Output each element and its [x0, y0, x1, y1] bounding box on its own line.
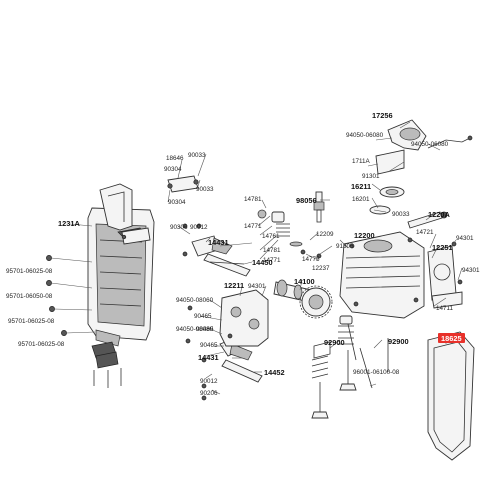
label-94301-a: 94301	[456, 235, 474, 242]
highlight-badge	[438, 333, 465, 343]
rocker-shaft-14450[interactable]	[209, 261, 245, 265]
label-92900-b: 92900	[388, 337, 409, 346]
valve-spring-stack-lower[interactable]	[311, 315, 357, 419]
bracket-18646[interactable]	[121, 175, 199, 245]
camshaft-14100[interactable]	[273, 279, 333, 319]
label-18625: 18625	[441, 334, 462, 343]
label-90012-a: 90012	[190, 224, 208, 231]
leader-lines	[69, 121, 463, 395]
valve-cover-group[interactable]	[87, 183, 155, 347]
label-14450: 14450	[252, 258, 273, 267]
label-12251: 12251	[432, 243, 453, 252]
cam-tensioner-1220A[interactable]	[407, 211, 448, 229]
label-95701-06025-08-c: 95701-06025-08	[18, 341, 65, 348]
label-14100: 14100	[294, 277, 315, 286]
label-90206: 90206	[200, 390, 218, 397]
studs-right	[347, 323, 389, 389]
label-14431-b: 14431	[198, 353, 219, 362]
highlight-callout-18625[interactable]: 18625	[438, 333, 465, 343]
label-1231A: 1231A	[58, 219, 80, 228]
spark-plug-98056[interactable]	[313, 191, 325, 223]
label-94050-08060: 94050-08060	[176, 297, 214, 304]
valve-cover-lower-parts	[91, 341, 122, 388]
label-14771-a: 14771	[244, 223, 262, 230]
label-90306: 90306	[170, 224, 188, 231]
label-14721: 14721	[416, 229, 434, 236]
intake-manifold-17256[interactable]	[375, 119, 473, 175]
label-14781-b: 14781	[263, 247, 281, 254]
label-12200: 12200	[354, 231, 375, 240]
label-14771-b: 14771	[263, 257, 281, 264]
label-14711: 14711	[436, 305, 454, 312]
label-12211: 12211	[224, 281, 244, 290]
label-1220A: 1220A	[428, 210, 450, 219]
label-90304-a: 90304	[164, 166, 182, 173]
label-94301-c: 94301	[462, 267, 480, 274]
label-95701-06025-08-a: 95701-06025-08	[6, 268, 53, 275]
valve-spring-stack-upper[interactable]	[257, 209, 322, 259]
cylinder-base-gasket-14711[interactable]	[431, 291, 463, 309]
label-98056: 98056	[296, 196, 317, 205]
valve-cover-bolts	[46, 255, 96, 336]
label-94050-08080: 94050-08080	[176, 326, 214, 333]
label-90033-a: 90033	[188, 152, 206, 159]
label-14431-a: 14431	[208, 238, 229, 247]
insulator-16211[interactable]	[369, 186, 405, 215]
label-14775: 14775	[302, 256, 320, 263]
label-96001-06100-08: 96001-06100-08	[353, 369, 400, 376]
label-95701-06050-08: 95701-06050-08	[6, 293, 53, 300]
gasket-18625-highlighted[interactable]	[427, 331, 475, 461]
label-90304-b: 90304	[168, 199, 186, 206]
rocker-arm-left[interactable]	[191, 235, 251, 277]
label-17256: 17256	[372, 111, 393, 120]
label-14452: 14452	[264, 368, 285, 377]
label-91305: 91305	[336, 243, 354, 250]
part-labels: 17256 94050-06080 94050-06080 1711A 9130…	[6, 111, 480, 397]
label-90465-a: 90465	[194, 313, 212, 320]
label-90465-b: 90465	[196, 326, 214, 333]
label-90012-b: 90012	[200, 378, 218, 385]
camshaft-holder-12211[interactable]	[219, 289, 269, 347]
label-90033-b: 90033	[196, 186, 214, 193]
label-94050-06080-a: 94050-06080	[346, 132, 384, 139]
label-94050-06080-b: 94050-06080	[411, 141, 449, 148]
label-90465-c: 90465	[200, 342, 218, 349]
label-14761: 14761	[262, 233, 280, 240]
label-95701-06025-08-b: 95701-06025-08	[8, 318, 55, 325]
label-90033-c: 90033	[392, 211, 410, 218]
head-gasket-12251[interactable]	[427, 241, 463, 301]
label-94301-b: 94301	[248, 283, 266, 290]
label-12237: 12237	[312, 265, 330, 272]
label-18646: 18646	[166, 155, 184, 162]
label-92900-a: 92900	[324, 338, 345, 347]
cylinder-head-12200[interactable]	[339, 231, 425, 319]
label-16211: 16211	[351, 182, 371, 191]
label-12209: 12209	[316, 231, 334, 238]
label-14781-a: 14781	[244, 196, 262, 203]
label-91301: 91301	[362, 173, 380, 180]
label-16201: 16201	[352, 196, 370, 203]
small-pins-left	[182, 223, 207, 401]
label-1711A: 1711A	[352, 158, 371, 165]
